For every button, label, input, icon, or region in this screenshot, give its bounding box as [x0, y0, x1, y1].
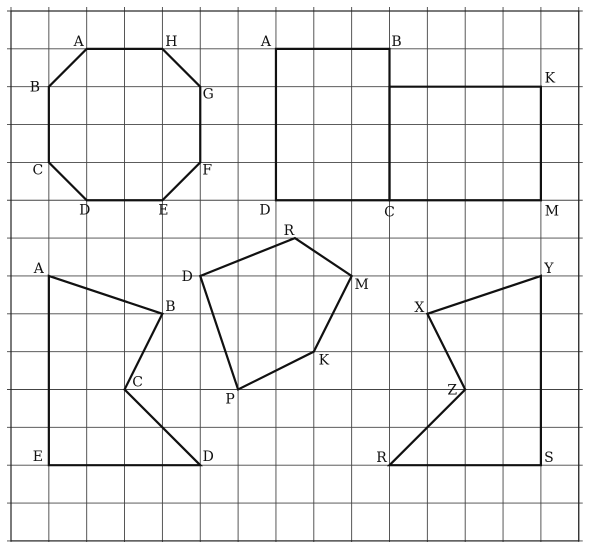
vertex-labels: A H G F E D C B A B C D K M A B C D E R M K P D X Y S R Z: [30, 34, 559, 466]
vertex-label-pentagon-rmkpd-m: M: [354, 277, 368, 293]
vertex-label-pentagon-rmkpd-r: R: [284, 223, 295, 239]
vertex-label-pentagon-xyszr-r: R: [376, 450, 387, 466]
vertex-label-octagon-f: F: [202, 162, 212, 178]
vertex-label-octagon-c: C: [32, 162, 43, 178]
vertex-label-octagon-a: A: [73, 34, 85, 50]
vertex-label-octagon-d: D: [79, 202, 90, 218]
vertex-label-octagon-h: H: [165, 34, 177, 50]
vertex-label-rect-bkmc-k: K: [545, 71, 556, 87]
vertex-label-pentagon-xyszr-z: Z: [447, 383, 457, 399]
vertex-label-pentagon-xyszr-x: X: [414, 300, 424, 316]
polygon-shapes: [47, 47, 543, 467]
vertex-label-pentagon-abcde-e: E: [33, 449, 43, 465]
vertex-label-pentagon-rmkpd-k: K: [319, 353, 330, 369]
vertex-label-octagon-e: E: [158, 202, 168, 218]
vertex-label-pentagon-xyszr-s: S: [544, 450, 554, 466]
vertex-label-pentagon-abcde-a: A: [33, 261, 45, 277]
vertex-label-square-abcd-b: B: [391, 34, 401, 50]
vertex-label-square-abcd-c: C: [384, 204, 395, 220]
shape-pentagon-xyszr: [386, 274, 543, 467]
vertex-label-pentagon-abcde-c: C: [132, 375, 143, 391]
shape-pentagon-abcde: [47, 274, 203, 467]
shape-rect-bkmc: [388, 85, 543, 202]
vertex-label-pentagon-rmkpd-p: P: [225, 392, 234, 408]
vertex-label-pentagon-abcde-b: B: [165, 299, 175, 315]
vertex-label-octagon-b: B: [30, 80, 40, 96]
vertex-label-pentagon-rmkpd-d: D: [182, 269, 193, 285]
shape-octagon: [47, 47, 202, 202]
vertex-label-square-abcd-a: A: [260, 34, 272, 50]
vertex-label-octagon-g: G: [203, 87, 214, 103]
vertex-label-rect-bkmc-m: M: [545, 203, 559, 219]
grid-frame: [10, 10, 580, 542]
vertex-label-pentagon-xyszr-y: Y: [543, 261, 554, 277]
shape-pentagon-rmkpd: [198, 236, 354, 392]
vertex-label-square-abcd-d: D: [259, 202, 270, 218]
vertex-label-pentagon-abcde-d: D: [203, 449, 214, 465]
